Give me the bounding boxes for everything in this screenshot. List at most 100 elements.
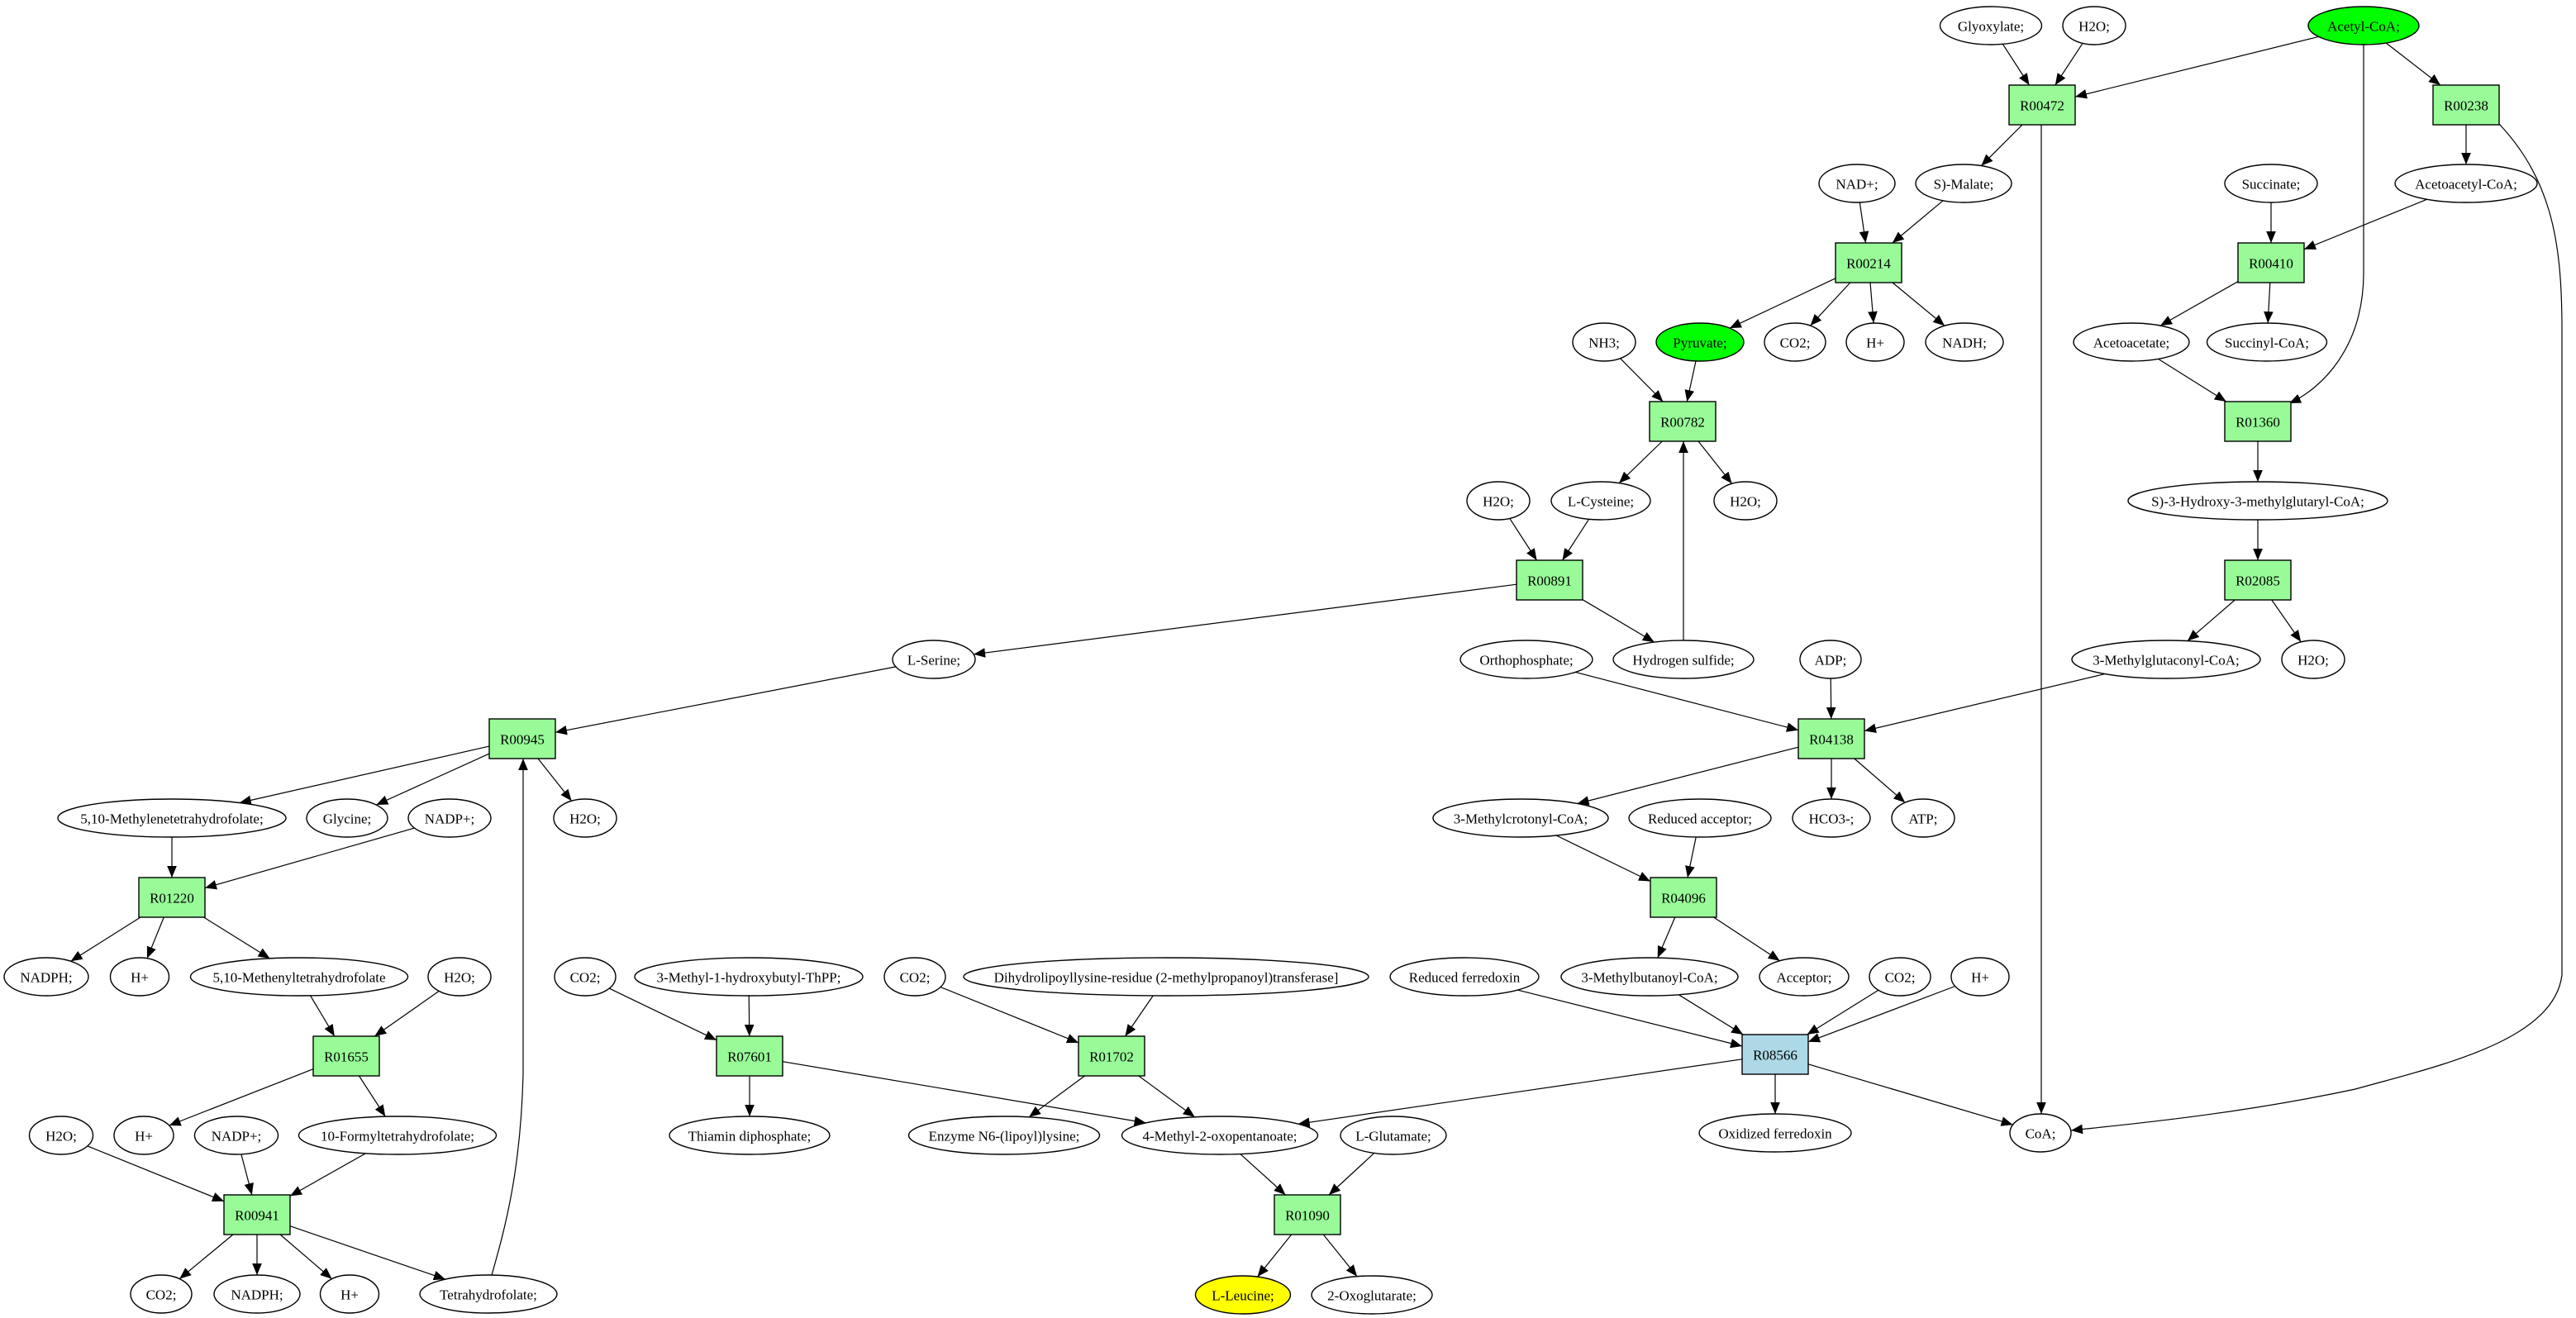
compound-node-formylthf[interactable]: 10-Formyltetrahydrofolate; xyxy=(298,1116,498,1155)
compound-node-lcysteine[interactable]: L-Cysteine; xyxy=(1550,481,1651,521)
compound-node-succinylcoa[interactable]: Succinyl-CoA; xyxy=(2206,322,2328,362)
compound-node-orthophosphate[interactable]: Orthophosphate; xyxy=(1459,640,1593,679)
edge-redacceptor-to-R04096 xyxy=(1685,836,1697,878)
compound-node-acetylcoa[interactable]: Acetyl-CoA; xyxy=(2307,6,2420,45)
reaction-node-R00472[interactable]: R00472 xyxy=(2008,84,2076,126)
compound-node-enzymen6[interactable]: Enzyme N6-(lipoyl)lysine; xyxy=(907,1116,1101,1155)
compound-node-nadph_2[interactable]: NADPH; xyxy=(213,1274,301,1314)
compound-node-mhbthpp[interactable]: 3-Methyl-1-hydroxybutyl-ThPP; xyxy=(634,957,864,997)
compound-node-hmgcoa[interactable]: S)-3-Hydroxy-3-methylglutaryl-CoA; xyxy=(2127,481,2388,521)
compound-node-lleucine[interactable]: L-Leucine; xyxy=(1194,1275,1292,1315)
node-label: Acceptor; xyxy=(1776,970,1831,986)
compound-node-h2o_6[interactable]: H2O; xyxy=(427,957,492,997)
node-label: R00214 xyxy=(1846,256,1891,272)
compound-node-glyoxylate[interactable]: Glyoxylate; xyxy=(1939,6,2043,45)
reaction-node-R01090[interactable]: R01090 xyxy=(1274,1194,1341,1235)
compound-node-h2o_4[interactable]: H2O; xyxy=(2281,640,2345,679)
compound-node-mopentanoate[interactable]: 4-Methyl-2-oxopentanoate; xyxy=(1121,1116,1319,1155)
reaction-node-R00410[interactable]: R00410 xyxy=(2237,242,2305,283)
compound-node-redacceptor[interactable]: Reduced acceptor; xyxy=(1628,798,1772,838)
node-label: R00782 xyxy=(1660,415,1705,431)
compound-node-atp[interactable]: ATP; xyxy=(1891,798,1955,838)
reaction-node-R08566[interactable]: R08566 xyxy=(1741,1034,1809,1075)
compound-node-oxferredoxin[interactable]: Oxidized ferredoxin xyxy=(1698,1113,1852,1153)
compound-node-methenylthf[interactable]: 5,10-Methenyltetrahydrofolate xyxy=(189,957,409,997)
reaction-node-R01360[interactable]: R01360 xyxy=(2224,401,2292,442)
reaction-node-R00945[interactable]: R00945 xyxy=(488,718,556,759)
compound-ellipse xyxy=(298,1116,498,1155)
compound-node-h2o_1[interactable]: H2O; xyxy=(2062,6,2126,45)
reaction-node-R04138[interactable]: R04138 xyxy=(1797,718,1865,759)
node-label: L-Serine; xyxy=(907,653,960,669)
compound-node-co2_4[interactable]: CO2; xyxy=(1869,957,1931,997)
compound-node-hco3[interactable]: HCO3-; xyxy=(1792,798,1871,838)
compound-node-co2_5[interactable]: CO2; xyxy=(130,1274,193,1314)
compound-node-acetoacetylcoa[interactable]: Acetoacetyl-CoA; xyxy=(2394,164,2538,203)
edge-h2o_1-to-R00472 xyxy=(2055,43,2083,86)
compound-node-hplus_1[interactable]: H+ xyxy=(1845,322,1905,362)
reaction-node-R00891[interactable]: R00891 xyxy=(1516,559,1583,601)
node-label: S)-Malate; xyxy=(1934,177,1994,193)
edge-R01655-to-hplus_4 xyxy=(169,1068,314,1126)
node-label: 3-Methylglutaconyl-CoA; xyxy=(2093,653,2240,669)
node-label: R00472 xyxy=(2020,98,2064,114)
compound-node-lglutamate[interactable]: L-Glutamate; xyxy=(1340,1116,1447,1155)
node-label: L-Cysteine; xyxy=(1568,494,1634,510)
compound-node-thiamindp[interactable]: Thiamin diphosphate; xyxy=(669,1116,831,1155)
compound-node-hplus_4[interactable]: H+ xyxy=(113,1116,174,1155)
compound-node-h2o_5[interactable]: H2O; xyxy=(553,798,617,838)
node-label: H2O; xyxy=(2078,19,2110,35)
reaction-node-R00214[interactable]: R00214 xyxy=(1835,242,1902,283)
compound-node-mglutaconylcoa[interactable]: 3-Methylglutaconyl-CoA; xyxy=(2071,640,2261,679)
compound-node-hplus_2[interactable]: H+ xyxy=(109,957,170,997)
compound-node-nadp_top[interactable]: NAD+; xyxy=(1818,164,1896,203)
compound-node-nadh[interactable]: NADH; xyxy=(1925,322,2004,362)
compound-node-mcrotonylcoa[interactable]: 3-Methylcrotonyl-CoA; xyxy=(1432,798,1609,838)
compound-node-co2_3[interactable]: CO2; xyxy=(883,957,946,997)
compound-node-coa[interactable]: CoA; xyxy=(2009,1113,2072,1153)
node-label: Orthophosphate; xyxy=(1479,653,1573,669)
reaction-node-R01655[interactable]: R01655 xyxy=(312,1035,380,1077)
compound-node-nh3[interactable]: NH3; xyxy=(1572,322,1636,362)
reaction-node-R04096[interactable]: R04096 xyxy=(1650,877,1717,918)
compound-node-lserine[interactable]: L-Serine; xyxy=(892,640,976,679)
compound-node-co2_1[interactable]: CO2; xyxy=(1764,322,1826,362)
reaction-node-R02085[interactable]: R02085 xyxy=(2224,559,2292,601)
node-label: Reduced ferredoxin xyxy=(1409,970,1521,986)
compound-node-h2s[interactable]: Hydrogen sulfide; xyxy=(1612,640,1755,679)
reaction-node-R01702[interactable]: R01702 xyxy=(1078,1035,1145,1077)
compound-node-acceptor[interactable]: Acceptor; xyxy=(1759,957,1850,997)
compound-node-acetoacetate[interactable]: Acetoacetate; xyxy=(2073,322,2190,362)
compound-node-smalate[interactable]: S)-Malate; xyxy=(1915,164,2012,203)
edge-co2_2-to-R07601 xyxy=(608,987,717,1041)
compound-node-nadpplus_1[interactable]: NADP+; xyxy=(407,798,492,838)
reaction-node-R00782[interactable]: R00782 xyxy=(1649,401,1717,442)
compound-node-glycine[interactable]: Glycine; xyxy=(306,798,388,838)
compound-node-dihydrolipoyl[interactable]: Dihydrolipoyllysine-residue (2-methylpro… xyxy=(963,957,1369,997)
reaction-node-R01220[interactable]: R01220 xyxy=(138,877,206,918)
edge-smalate-to-R00214 xyxy=(1892,200,1944,244)
node-label: Glyoxylate; xyxy=(1958,19,2024,35)
compound-node-methylenethf[interactable]: 5,10-Methylenetetrahydrofolate; xyxy=(57,798,287,838)
compound-node-mbutanoylcoa[interactable]: 3-Methylbutanoyl-CoA; xyxy=(1560,957,1739,997)
edge-R04138-to-atp xyxy=(1854,758,1906,803)
compound-node-redferredoxin[interactable]: Reduced ferredoxin xyxy=(1389,957,1540,997)
compound-node-nadpplus_2[interactable]: NADP+; xyxy=(193,1116,279,1155)
reaction-node-R00941[interactable]: R00941 xyxy=(223,1194,291,1235)
reaction-node-R07601[interactable]: R07601 xyxy=(716,1035,783,1077)
compound-node-h2o_7[interactable]: H2O; xyxy=(28,1116,94,1155)
compound-node-co2_2[interactable]: CO2; xyxy=(554,957,617,997)
compound-node-oxoglutarate[interactable]: 2-Oxoglutarate; xyxy=(1311,1275,1433,1315)
compound-node-h2o_2[interactable]: H2O; xyxy=(1466,481,1531,521)
compound-node-hplus_5[interactable]: H+ xyxy=(319,1274,380,1314)
compound-node-succinate[interactable]: Succinate; xyxy=(2224,164,2318,203)
compound-node-h2o_3[interactable]: H2O; xyxy=(1713,481,1778,521)
compound-node-hplus_3[interactable]: H+ xyxy=(1950,957,2010,997)
compound-node-nadph_1[interactable]: NADPH; xyxy=(3,957,89,997)
node-label: Dihydrolipoyllysine-residue (2-methylpro… xyxy=(994,970,1339,986)
compound-node-adp[interactable]: ADP; xyxy=(1799,640,1862,679)
compound-node-pyruvate[interactable]: Pyruvate; xyxy=(1655,322,1745,362)
compound-node-thf[interactable]: Tetrahydrofolate; xyxy=(419,1274,558,1314)
reaction-node-R00238[interactable]: R00238 xyxy=(2432,84,2500,126)
node-label: CO2; xyxy=(570,970,601,986)
